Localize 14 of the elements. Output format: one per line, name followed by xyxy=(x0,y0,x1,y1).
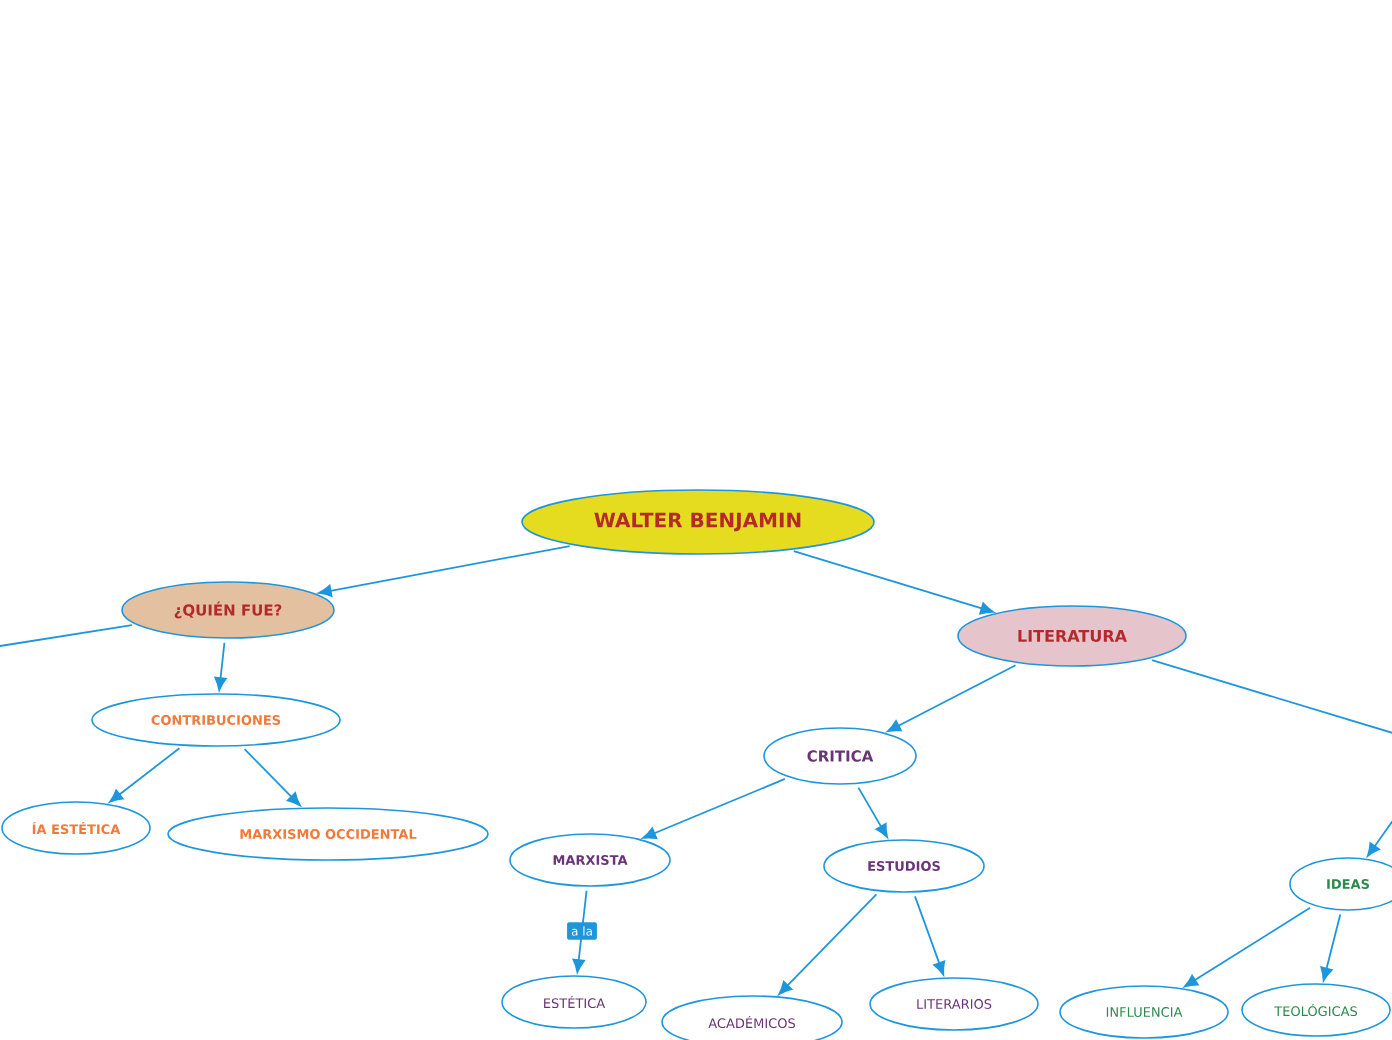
arrow xyxy=(109,747,181,803)
arrow xyxy=(1367,818,1392,857)
arrow xyxy=(914,895,946,976)
arrow xyxy=(857,786,888,838)
arrow xyxy=(214,641,227,691)
arrow xyxy=(318,545,571,597)
arrow xyxy=(1184,906,1311,988)
arrow xyxy=(887,664,1017,733)
arrow xyxy=(778,893,878,995)
arrow xyxy=(792,550,994,615)
arrow xyxy=(572,889,588,973)
arrow xyxy=(642,778,786,840)
arrow xyxy=(243,748,301,807)
arrow xyxy=(1320,913,1342,982)
